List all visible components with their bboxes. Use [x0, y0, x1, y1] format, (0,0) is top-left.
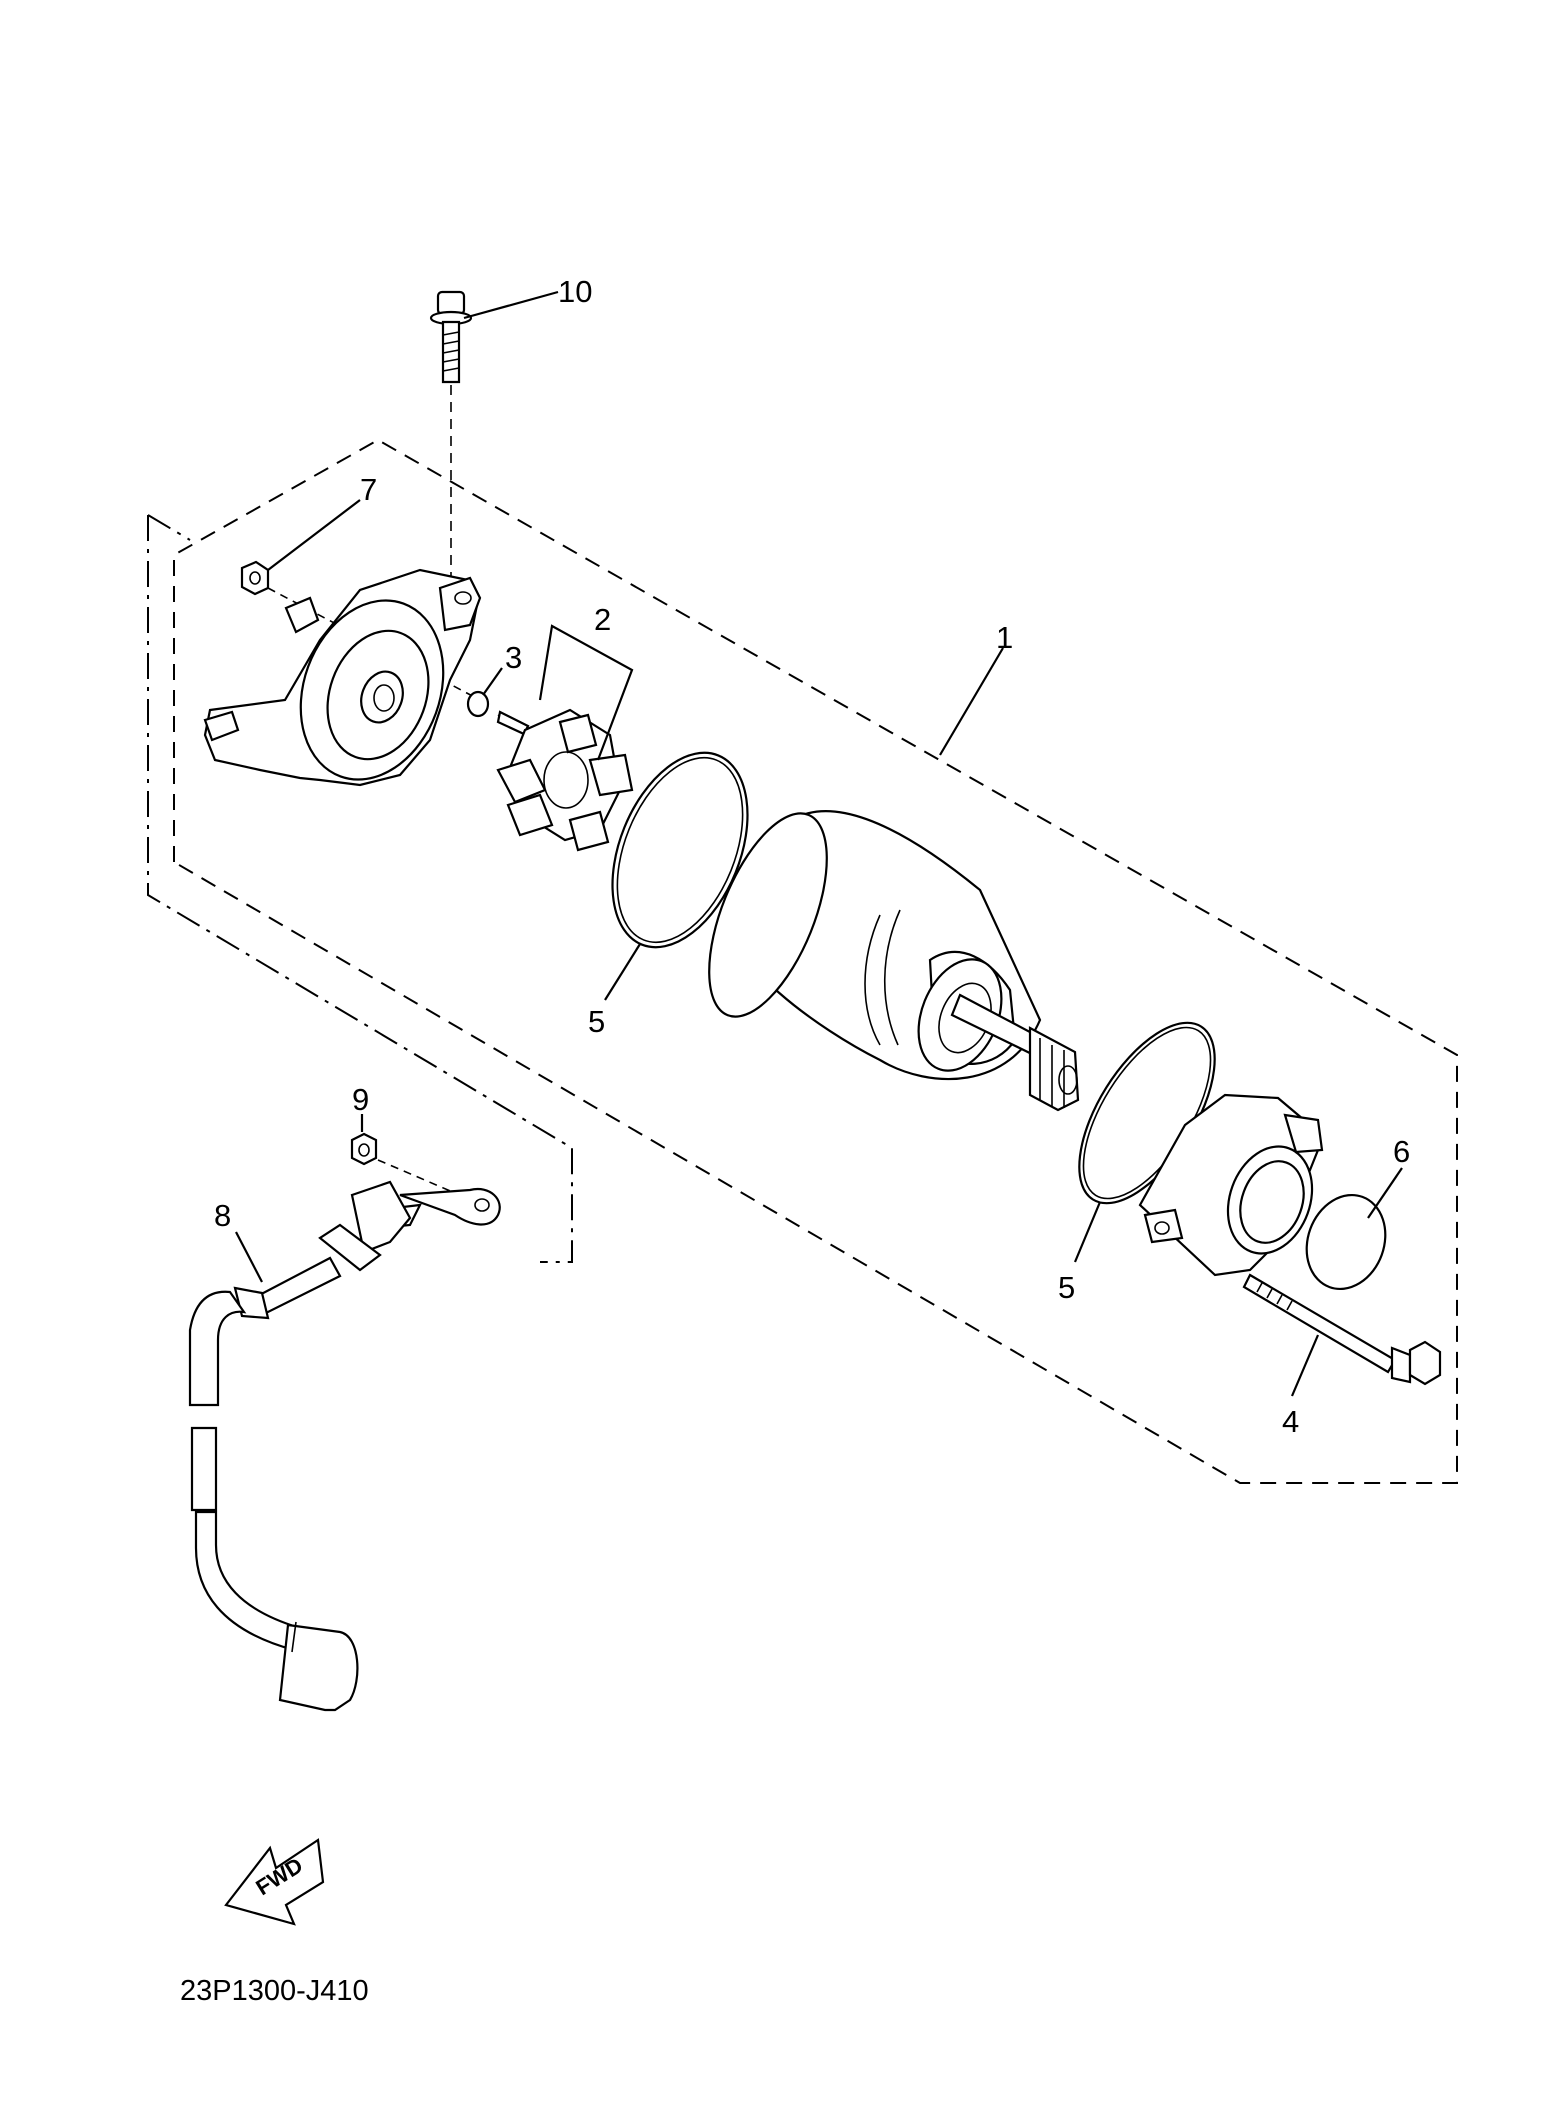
front-cover-housing[interactable] — [203, 568, 482, 800]
fwd-arrow-icon: FWD — [224, 1838, 325, 1926]
callout-3: 3 — [505, 640, 522, 675]
leader-5-right — [1073, 1201, 1102, 1263]
long-bolt-4[interactable] — [1242, 1273, 1442, 1386]
diagram-code: 23P1300-J410 — [180, 1975, 369, 2007]
callout-4: 4 — [1282, 1404, 1299, 1439]
cable-group-boundary — [147, 515, 573, 1263]
rear-cover[interactable] — [1138, 1093, 1326, 1277]
leader-4 — [1290, 1334, 1320, 1397]
bolt-10[interactable] — [429, 290, 473, 384]
leader-8 — [235, 1231, 263, 1283]
callout-1: 1 — [996, 620, 1013, 655]
leader-2 — [538, 624, 634, 761]
callout-9: 9 — [352, 1082, 369, 1117]
o-ring-6[interactable] — [1294, 1184, 1398, 1300]
nut-7[interactable] — [240, 560, 270, 596]
motor-yoke[interactable] — [685, 798, 1080, 1112]
callout-5-left: 5 — [588, 1004, 605, 1039]
leader-3 — [482, 667, 503, 696]
assembly-dashed-boundary — [173, 438, 1458, 1484]
starter-cable-8[interactable] — [188, 1180, 501, 1712]
leader-6 — [1367, 1167, 1403, 1219]
small-o-ring-3[interactable] — [466, 690, 490, 718]
cable-group-boundary-top — [147, 514, 191, 541]
callout-2: 2 — [594, 602, 611, 637]
brush-holder-2[interactable] — [496, 708, 634, 852]
leader-7 — [267, 499, 361, 571]
callout-5-right: 5 — [1058, 1270, 1075, 1305]
callout-6: 6 — [1393, 1134, 1410, 1169]
callout-8: 8 — [214, 1198, 231, 1233]
o-ring-5-left[interactable] — [586, 733, 774, 967]
leader-5-left — [604, 943, 641, 1001]
callout-10: 10 — [558, 274, 592, 309]
leader-10 — [463, 290, 559, 320]
callout-7: 7 — [360, 472, 377, 507]
leader-1 — [939, 647, 1004, 756]
nut-9[interactable] — [350, 1132, 378, 1166]
